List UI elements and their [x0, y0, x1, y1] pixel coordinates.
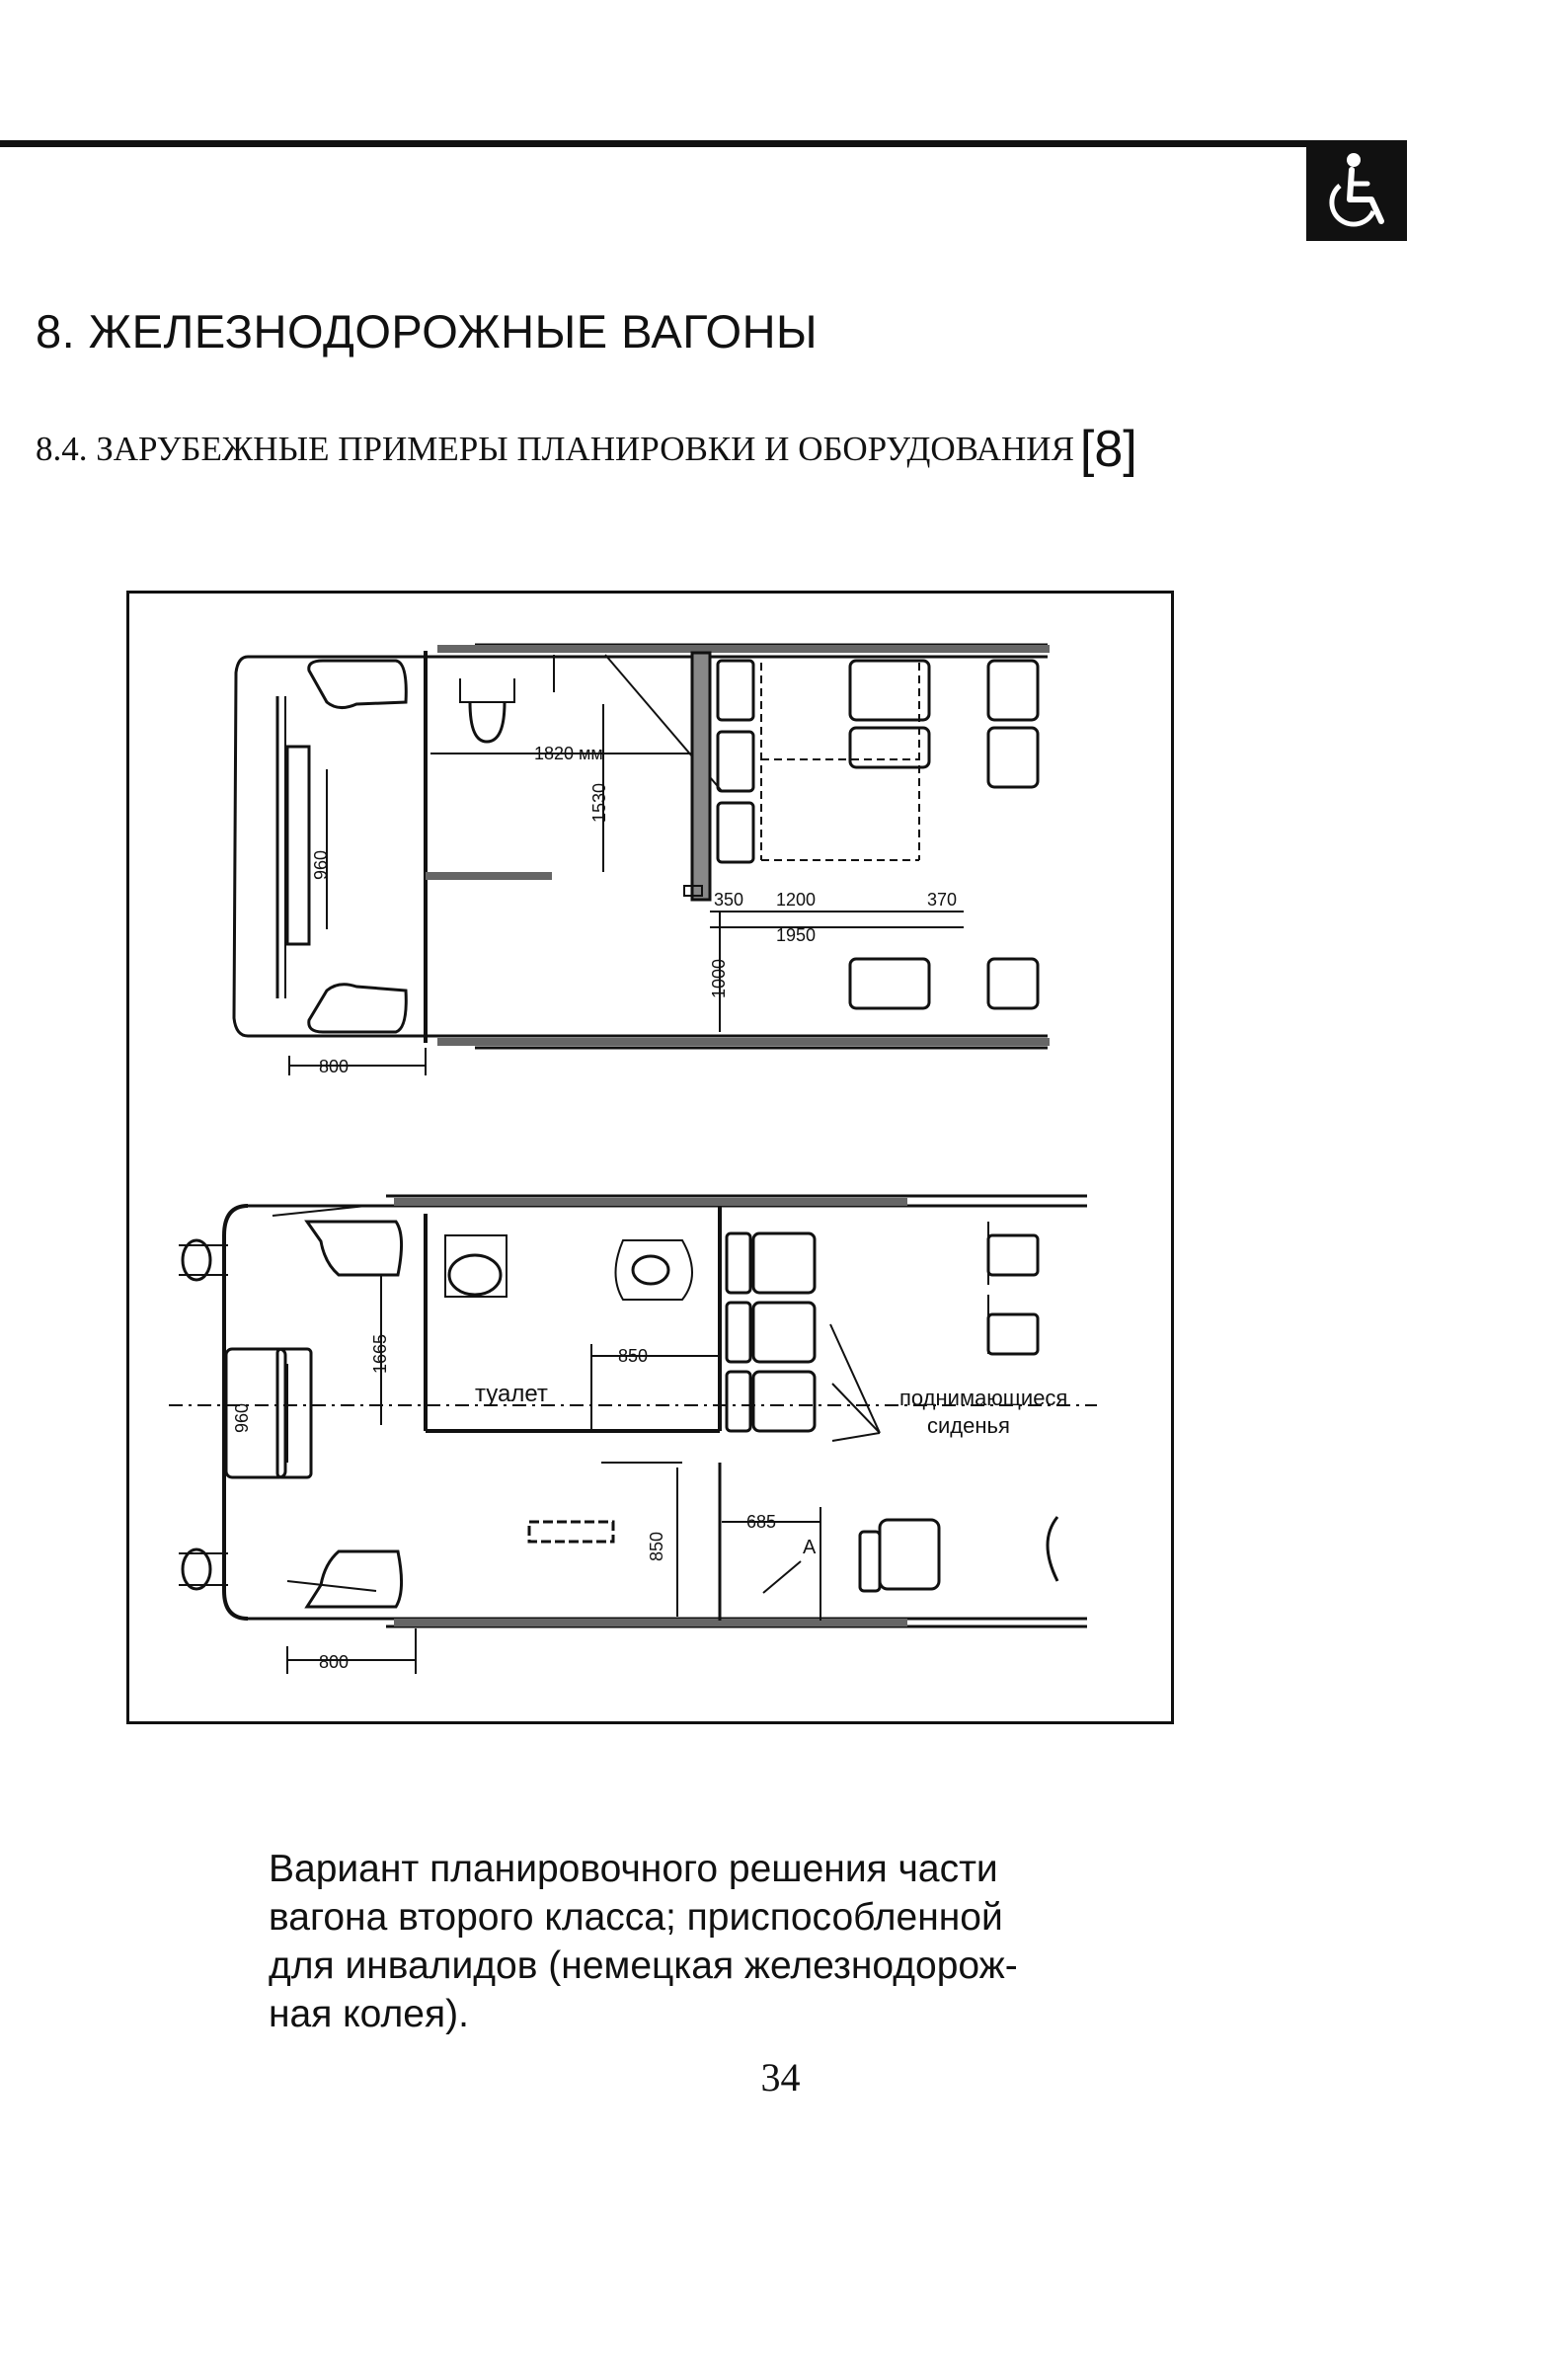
section-title: 8. ЖЕЛЕЗНОДОРОЖНЫЕ ВАГОНЫ — [36, 305, 819, 357]
subsection-title-text: 8.4. ЗАРУБЕЖНЫЕ ПРИМЕРЫ ПЛАНИРОВКИ И ОБО… — [36, 430, 1074, 468]
caption-line: для инвалидов (немецкая железнодорож- — [269, 1944, 1018, 1987]
dim-685: 685 — [746, 1512, 776, 1532]
page-number: 34 — [760, 2055, 801, 2100]
caption-line: ная колея). — [269, 1993, 469, 2035]
floor-plan-drawing: 1820 мм 1530 960 350 1200 370 1950 1000 … — [169, 643, 1097, 1674]
dim-350: 350 — [714, 890, 743, 910]
dim-1820: 1820 мм — [534, 744, 603, 763]
figure-caption: Вариант планировочного решения части ваг… — [269, 1845, 1118, 2038]
dim-960-top: 960 — [311, 850, 331, 880]
dim-1530: 1530 — [589, 783, 609, 823]
caption-line: вагона второго класса; приспособленной — [269, 1896, 1003, 1939]
floor-plan-figure: 1820 мм 1530 960 350 1200 370 1950 1000 … — [126, 591, 1174, 1724]
label-toilet: туалет — [475, 1381, 548, 1407]
accessibility-badge — [1306, 140, 1407, 241]
dim-960-bottom: 960 — [232, 1403, 252, 1433]
dim-1665: 1665 — [370, 1334, 390, 1374]
label-a: A — [803, 1537, 817, 1558]
dim-370: 370 — [927, 890, 957, 910]
reference-mark: [8] — [1079, 421, 1137, 478]
plan-bottom — [169, 1194, 1097, 1674]
subsection-title: 8.4. ЗАРУБЕЖНЫЕ ПРИМЕРЫ ПЛАНИРОВКИ И ОБО… — [36, 420, 1137, 479]
dim-1000: 1000 — [709, 959, 729, 998]
header-rule — [0, 140, 1407, 147]
dim-800-bottom: 800 — [319, 1652, 349, 1672]
dim-850-v: 850 — [647, 1532, 666, 1561]
wheelchair-icon — [1329, 153, 1384, 227]
dim-1200: 1200 — [776, 890, 816, 910]
caption-line: Вариант планировочного решения части — [269, 1848, 998, 1890]
dim-1950: 1950 — [776, 925, 816, 945]
plan-top — [232, 643, 1050, 1075]
dim-800-top: 800 — [319, 1057, 349, 1076]
dim-850-h: 850 — [618, 1346, 648, 1366]
label-seats-2: сиденья — [927, 1413, 1010, 1438]
label-seats-1: поднимающиеся — [899, 1386, 1067, 1410]
